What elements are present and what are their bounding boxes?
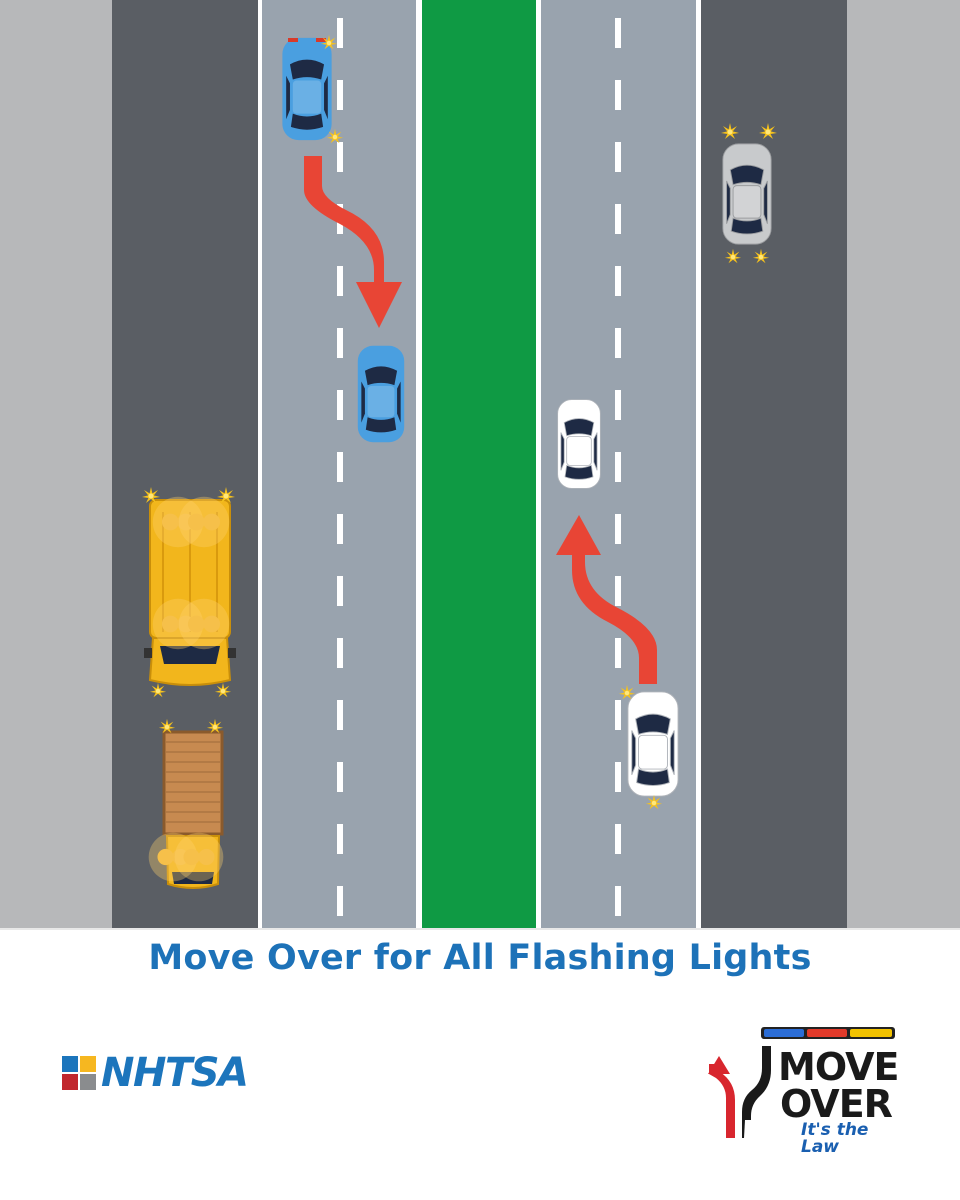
yellow-truck-stopped [142,487,236,698]
green-median [422,0,536,930]
nhtsa-logo: NHTSA [62,1050,249,1096]
lane-change-arrow-icon [708,1046,771,1138]
road-scene [0,0,960,930]
right-stopping-lane [701,0,847,930]
nhtsa-wordmark: NHTSA [101,1050,249,1096]
move-over-arrow-right [556,515,657,684]
nhtsa-icon-grid [62,1056,96,1090]
right-shoulder [847,0,960,930]
move-over-line1: MOVE [778,1045,899,1089]
flatbed-trailer [148,718,224,889]
left-lane-edge-line [258,0,262,930]
blue-car-moved [357,345,405,443]
move-over-arrow-left [304,156,402,328]
lightbar-icon [761,1027,895,1039]
move-over-logo: MOVE OVER It's the Law [706,1024,902,1156]
pedestrian-icon [80,1056,96,1072]
headline: Move Over for All Flashing Lights [148,938,812,978]
right-lane-edge-line [696,0,701,930]
star-icon [80,1074,96,1090]
move-over-line2: OVER [780,1082,893,1126]
road-icon [62,1074,78,1090]
median-edge-left [416,0,422,930]
blue-car-start [282,34,344,144]
move-over-tagline: It's the Law [801,1120,869,1157]
steering-wheel-icon [62,1056,78,1072]
white-car-moved [557,399,601,489]
left-shoulder [0,0,112,930]
median-edge-right [536,0,541,930]
